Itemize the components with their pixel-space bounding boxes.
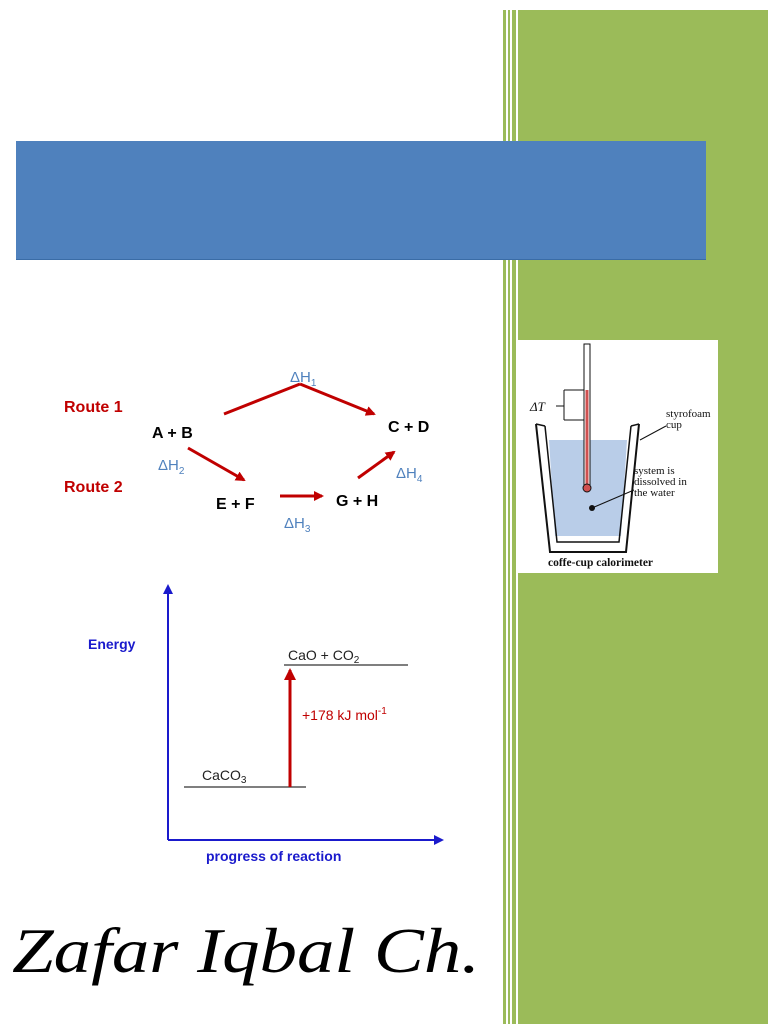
thermometer-bulb <box>582 483 592 493</box>
y-axis-label: Energy <box>88 636 136 652</box>
species-ab: A + B <box>152 425 193 442</box>
sidebar-strip-2 <box>508 10 510 1024</box>
cup-outer-wall <box>535 423 640 553</box>
title-banner <box>16 141 706 260</box>
sidebar-strip-3 <box>512 10 516 1024</box>
route2-label: Route 2 <box>64 479 123 496</box>
arrow-gh-to-cd <box>357 450 396 480</box>
enthalpy-label: +178 kJ mol-1 <box>302 706 387 723</box>
system-pointer <box>591 489 635 509</box>
delta-h1: ΔH1 <box>290 369 317 389</box>
x-axis-label: progress of reaction <box>206 848 341 864</box>
arrow-ab-to-ef <box>187 446 246 482</box>
delta-t-label: ΔT <box>529 399 546 414</box>
species-ef: E + F <box>216 496 255 513</box>
delta-h3: ΔH3 <box>284 515 311 535</box>
delta-h4: ΔH4 <box>396 465 423 485</box>
species-gh: G + H <box>336 493 378 510</box>
cup-inner-wall <box>544 425 632 543</box>
thermometer-mercury <box>585 390 589 486</box>
sidebar-strip-1 <box>503 10 506 1024</box>
product-label: CaO + CO2 <box>288 647 360 666</box>
cup-pointer <box>639 425 667 441</box>
author-signature: Zafar Iqbal Ch. <box>12 915 480 986</box>
reactant-label: CaCO3 <box>202 767 247 786</box>
delta-h2: ΔH2 <box>158 457 185 477</box>
signature-text: Zafar Iqbal Ch. <box>12 915 480 986</box>
calorimeter-caption: coffe-cup calorimeter <box>548 557 653 569</box>
arrow-route1-up <box>223 382 301 416</box>
energy-level-diagram: Energy progress of reaction CaCO3 CaO + … <box>88 584 444 864</box>
arrow-route1-down <box>299 382 376 416</box>
route1-label: Route 1 <box>64 399 123 416</box>
species-cd: C + D <box>388 419 429 436</box>
hess-cycle-diagram: Route 1 Route 2 A + B C + D E + F G + H … <box>64 369 429 535</box>
